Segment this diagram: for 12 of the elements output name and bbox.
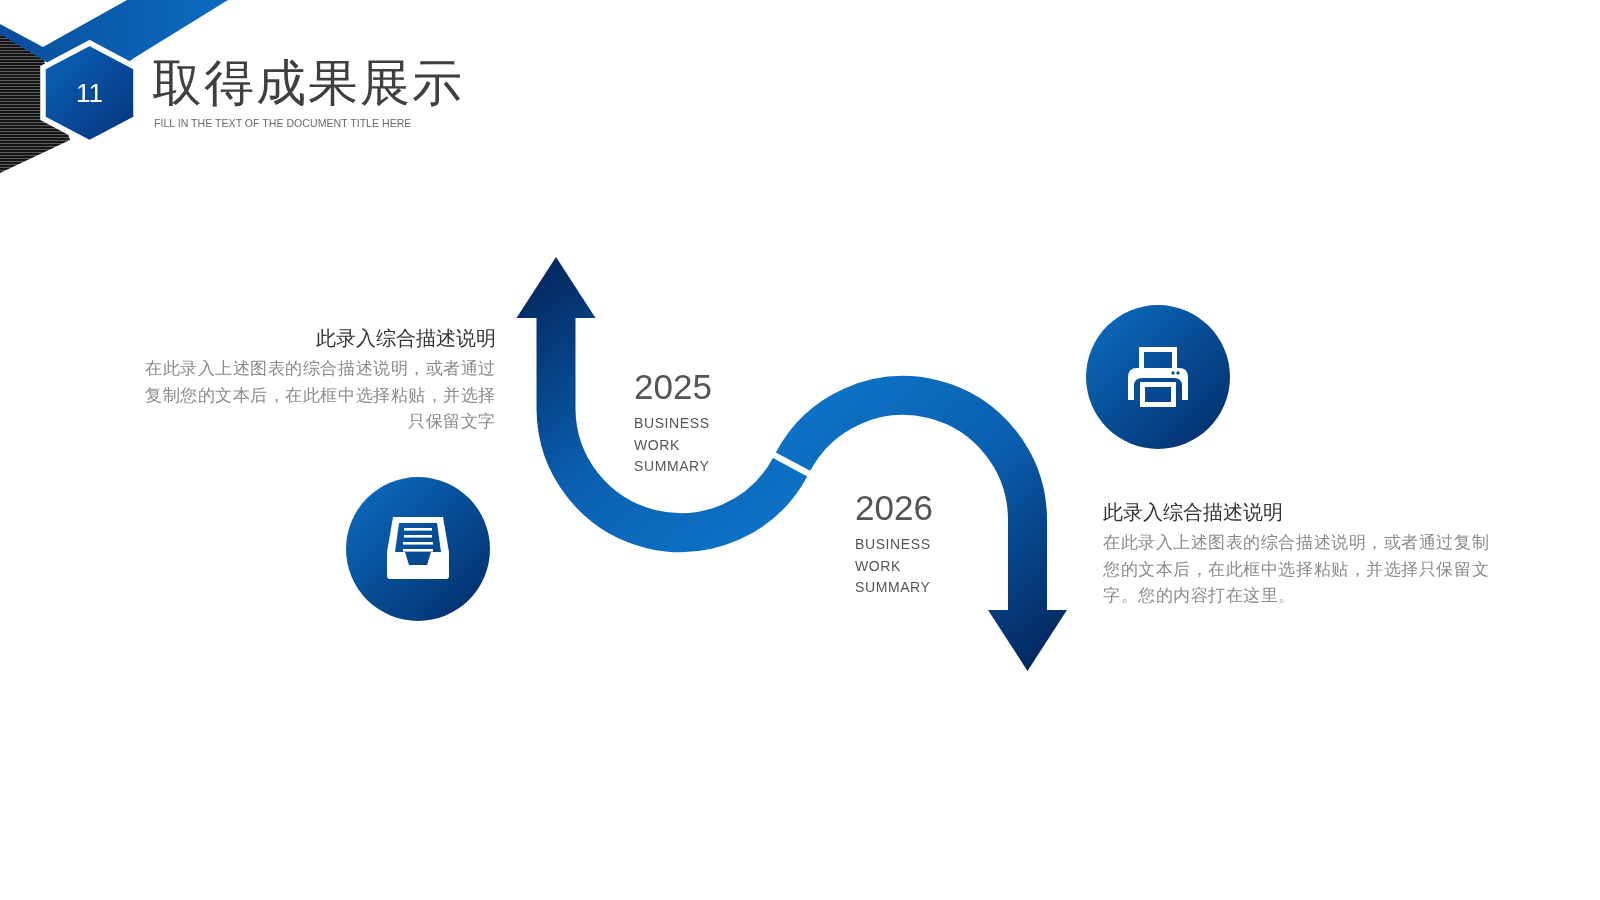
description-text: 在此录入上述图表的综合描述说明，或者通过复制您的文本后，在此框中选择粘贴，并选择只保留文字 <box>144 357 496 433</box>
year-caption: BUSINESS WORK SUMMARY <box>634 414 710 476</box>
description-text: 在此录入上述图表的综合描述说明，或者通过复制您的文本后，在此框中选择粘贴，并选择只保留文字。您的内容打在这里。 <box>1103 531 1491 607</box>
year-label: 2026 <box>855 488 933 528</box>
year-caption: BUSINESS WORK SUMMARY <box>855 535 931 597</box>
section-number: 11 <box>76 80 103 106</box>
year-label: 2025 <box>634 367 712 407</box>
hexagon-badge <box>40 40 139 146</box>
page-subtitle: FILL IN THE TEXT OF THE DOCUMENT TITLE HERE <box>154 116 412 130</box>
description-heading: 此录入综合描述说明 <box>316 325 496 352</box>
page-title: 取得成果展示 <box>152 53 464 113</box>
description-heading: 此录入综合描述说明 <box>1103 499 1283 526</box>
